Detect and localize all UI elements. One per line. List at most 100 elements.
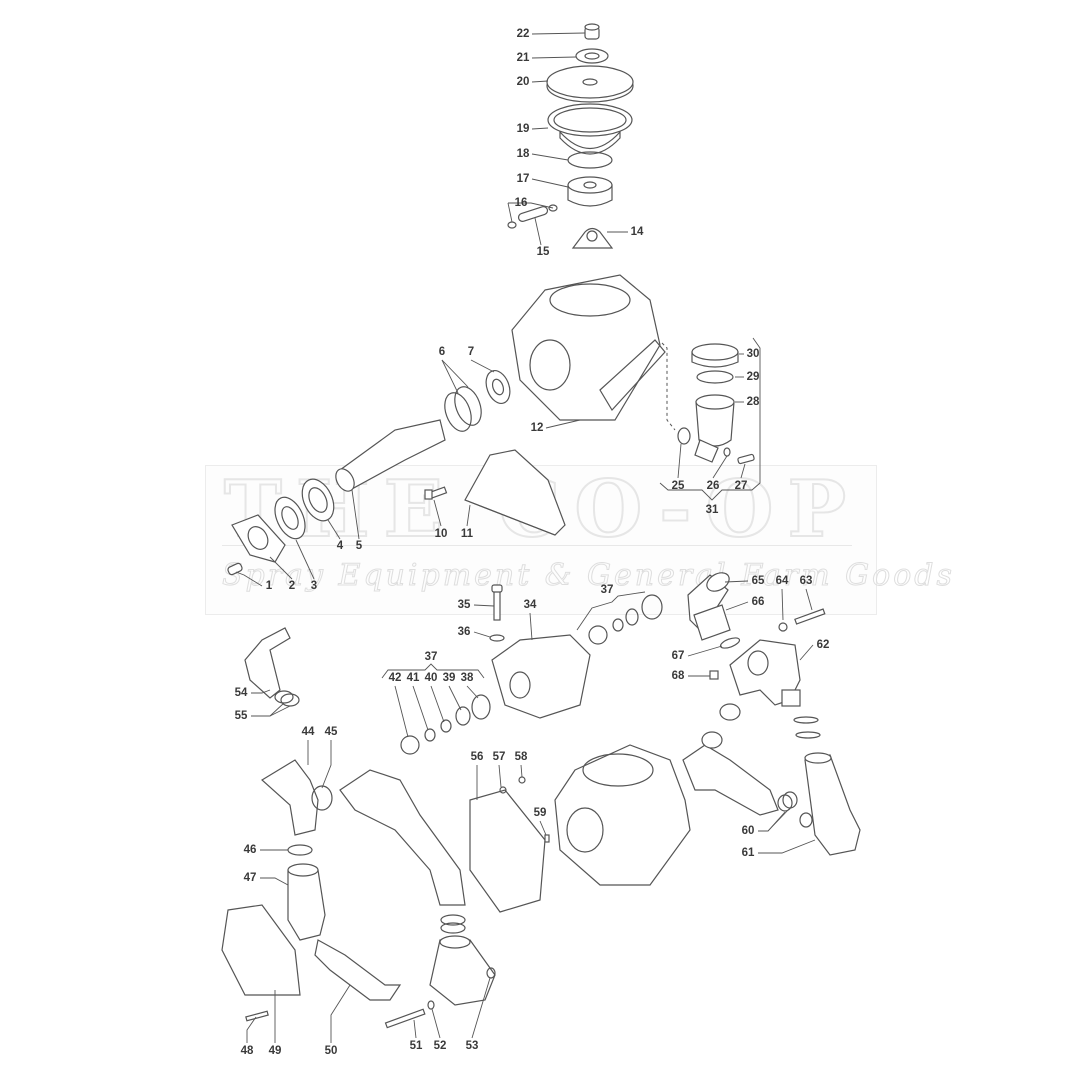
part-label-65: 65 [751,575,765,587]
part-14-connecting-rod-icon [571,227,614,249]
part-5-shaft-icon [335,419,446,492]
part-51-bolt-icon [384,1008,426,1029]
part-label-30: 30 [746,348,760,360]
part-label-66: 66 [751,596,765,608]
part-label-22: 22 [516,28,530,40]
leader-lines [235,32,816,1043]
part-28-air-chamber-icon [694,394,735,463]
part-label-17: 17 [516,173,530,185]
part-61-outlet-pipe-icon [799,752,861,856]
group-37a-bracket [576,591,646,631]
part-label-16: 16 [514,197,528,209]
part-11-guard-plate-icon [464,449,566,536]
part-25-o-ring-icon [677,427,691,445]
part-label-67: 67 [671,650,685,662]
part-label-7: 7 [467,346,475,358]
part-label-6: 6 [438,346,446,358]
part-29-o-ring-icon [696,370,734,384]
part-53-nut-icon [486,967,496,979]
part-label-15: 15 [536,246,550,258]
part-label-11: 11 [460,528,474,540]
part-label-58: 58 [514,751,528,763]
part-49-gasket-icon [221,904,301,996]
part-label-59: 59 [533,807,547,819]
watermark-divider [222,545,852,546]
part-62-manifold-icon [729,639,801,707]
watermark-subtitle: Spray Equipment & General Farm Goods [222,558,955,594]
part-44-45-valve-icon [260,759,333,836]
part-label-60: 60 [741,825,755,837]
part-label-37: 37 [424,651,438,663]
part-label-26: 26 [706,480,720,492]
part-4-bearing-icon [301,478,335,522]
part-6-seal-rings-icon [444,386,482,432]
part-label-10: 10 [434,528,448,540]
part-label-36: 36 [457,626,471,638]
part-30-cap-icon [691,343,739,368]
part-63-bolt-icon [794,608,826,625]
part-label-47: 47 [243,872,257,884]
part-56-gasket-icon [469,789,546,913]
part-label-44: 44 [301,726,315,738]
part-55-o-rings-icon [274,690,300,707]
part-46-o-ring-icon [287,844,313,856]
part-label-35: 35 [457,599,471,611]
part-label-52: 52 [433,1040,447,1052]
part-label-45: 45 [324,726,338,738]
part-10-bolt-icon [424,486,448,500]
part-label-57: 57 [492,751,506,763]
part-label-34: 34 [523,599,537,611]
part-27-screw-icon [737,453,755,465]
part-label-27: 27 [734,480,748,492]
part-label-54: 54 [234,687,248,699]
part-36-washer-icon [489,634,505,642]
part-label-55: 55 [234,710,248,722]
part-tee-pipe-icon [682,703,779,816]
part-label-53: 53 [465,1040,479,1052]
part-2-flange-icon [231,514,286,563]
part-label-48: 48 [240,1045,254,1057]
part-label-56: 56 [470,751,484,763]
part-label-18: 18 [516,148,530,160]
part-26-washer-icon [723,447,731,457]
part-label-64: 64 [775,575,789,587]
part-35-bolt-icon [491,584,503,621]
part-washers-stack-icon [793,716,821,739]
part-label-29: 29 [746,371,760,383]
part-label-3: 3 [310,580,318,592]
part-label-38: 38 [460,672,474,684]
part-label-31: 31 [705,504,719,516]
part-48-bolt-icon [245,1010,269,1022]
part-label-21: 21 [516,52,530,64]
part-label-40: 40 [424,672,438,684]
part-21-washer-icon [575,48,609,64]
part-66-nut-icon [693,604,731,641]
part-label-12: 12 [530,422,544,434]
part-20-diaphragm-cover-icon [546,65,634,103]
part-label-28: 28 [746,396,760,408]
part-47-fitting-icon [287,863,326,941]
part-37-valve-left-icon [400,694,491,755]
part-60-o-rings-icon [777,791,798,812]
group-37b-bracket [381,663,485,679]
part-54-hose-fitting-icon [244,627,291,699]
part-label-50: 50 [324,1045,338,1057]
part-label-49: 49 [268,1045,282,1057]
part-label-51: 51 [409,1040,423,1052]
part-label-68: 68 [671,670,685,682]
part-label-19: 19 [516,123,530,135]
part-label-37: 37 [600,584,614,596]
part-67-gasket-icon [719,637,741,649]
part-3-seal-icon [274,496,306,540]
part-label-62: 62 [816,639,830,651]
part-label-39: 39 [442,672,456,684]
part-label-5: 5 [355,540,363,552]
part-64-washer-icon [778,622,788,632]
part-59-screw-icon [544,834,550,843]
part-pump-body-lower-icon [554,744,691,886]
part-22-cap-icon [584,23,600,40]
part-12-pump-body-icon [511,274,666,421]
part-50-hose-icon [314,769,466,1001]
